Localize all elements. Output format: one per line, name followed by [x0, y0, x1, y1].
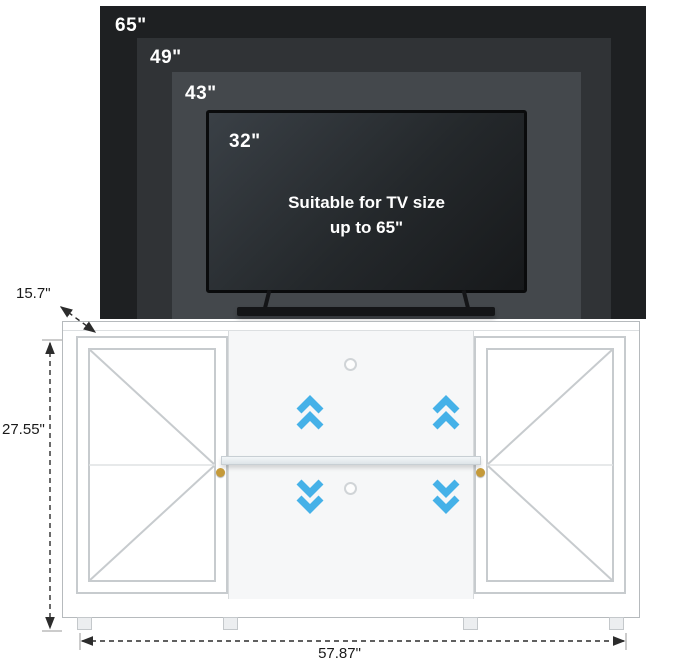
tv-size-49-label: 49" — [150, 47, 182, 68]
barn-door-right — [474, 336, 626, 594]
tv-size-32-label: 32" — [229, 131, 261, 152]
tv-base-bar — [237, 307, 495, 316]
barn-door-left — [76, 336, 228, 594]
shelf-adjust-down-icon — [295, 477, 325, 515]
door-knob-right — [476, 468, 485, 477]
cabinet-top-edge — [63, 330, 639, 331]
door-knob-left — [216, 468, 225, 477]
barn-door-right-pattern — [474, 336, 626, 594]
cabinet-foot — [223, 617, 238, 630]
caption-line-1: Suitable for TV size — [288, 193, 445, 212]
cable-hole-top — [344, 358, 357, 371]
height-dimension-label: 27.55" — [2, 421, 45, 438]
suitability-caption: Suitable for TV size up to 65" — [209, 191, 524, 240]
shelf-adjust-up-icon — [431, 394, 461, 432]
tv-size-43-label: 43" — [185, 83, 217, 104]
cabinet-foot — [609, 617, 624, 630]
caption-line-2: up to 65" — [329, 217, 404, 237]
tv-32-screen: 32" Suitable for TV size up to 65" — [206, 110, 527, 293]
shelf-adjust-down-icon — [431, 477, 461, 515]
adjustable-shelf — [221, 456, 481, 465]
shelf-adjust-up-icon — [295, 394, 325, 432]
cabinet-foot — [463, 617, 478, 630]
tv-stand-cabinet — [62, 321, 640, 630]
cabinet-foot — [77, 617, 92, 630]
tv-size-65-label: 65" — [115, 15, 147, 36]
width-dimension-label: 57.87" — [318, 645, 361, 662]
barn-door-left-pattern — [76, 336, 228, 594]
cabinet-open-shelf-area — [228, 331, 474, 599]
depth-dimension-label: 15.7" — [16, 285, 51, 302]
cable-hole-bottom — [344, 482, 357, 495]
